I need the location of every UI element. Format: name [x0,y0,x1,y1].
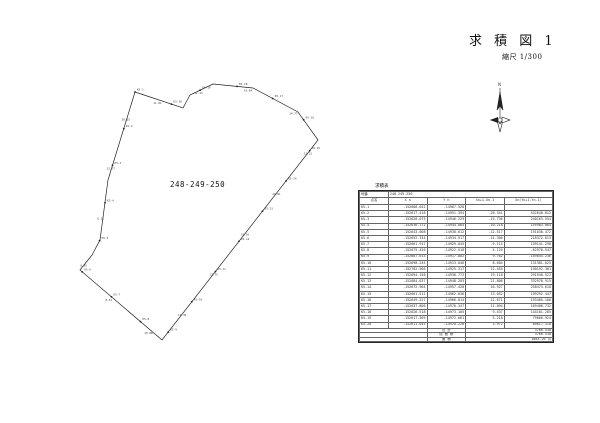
point-name-label: K5-16 [306,115,315,119]
point-name-label: K5-15 [312,146,321,150]
point-name-label: K5-2 [126,124,133,128]
edge-length-label: 8.85 [80,263,87,267]
point-name-labels: K5-1K5-2K5-3K5-4K5-5K5-6K5-7K5-8K5-9 K5-1… [84,82,320,332]
edge-length-label: 17.75 [209,273,218,277]
point-name-label: K5-20 [173,100,182,104]
summary-value: 1883.26 ㎡ [465,336,553,343]
boundary-point [190,300,193,303]
table-caption: 求積表 [375,184,389,189]
boundary-point [98,239,101,242]
point-name-label: K5-19 [202,86,211,90]
col-header: X n [387,197,428,205]
boundary-point [170,103,173,105]
point-name-label: K5-8 [143,317,150,321]
point-name-label: K5-6 [84,267,91,271]
summary-label: 面 積 [426,336,467,343]
edge-length-label: 10.86 [144,331,153,335]
boundary-point [238,240,240,243]
boundary-point [111,164,114,167]
boundary-point [104,201,106,204]
point-name-label: K5-11 [217,267,226,271]
point-name-label: K5-13 [265,207,274,211]
point-name-label: K5-7 [113,292,120,296]
area-calculation-table: 地番 248-249-250 点名 X n Y n Xn+1-Xn-1 Xn(Y… [358,190,554,343]
edge-length-labels: 20.05 12.77 6.11 8.85 8.67 10.86 12.45 17.75 33.… [80,89,312,335]
col-header: Xn+1-Xn-1 [465,197,505,205]
column-header-row: 点名 X n Y n Xn+1-Xn-1 Xn(Yn+1-Yn-1) [359,197,554,205]
boundary-point [81,271,84,273]
edge-length-label: 8.67 [105,298,112,302]
edge-length-label: 12.77 [107,166,116,170]
edge-length-label: 20.05 [122,117,131,121]
boundary-point [199,89,202,91]
edge-length-label: 14.77 [289,112,298,116]
page-title: 求 積 図 1 [469,34,557,49]
point-name-label: K5-18 [239,82,248,86]
boundary-point [236,85,238,88]
boundary-point [308,149,311,152]
point-name-label: K5-9 [170,328,177,332]
boundary-point [134,91,136,93]
edge-length-label: 13.21 [304,152,313,156]
coordinate-table: 地番 248-249-250 点名 X n Y n Xn+1-Xn-1 Xn(Y… [359,191,554,343]
edge-length-label: 6.11 [97,216,104,220]
col-header: Y n [426,197,467,205]
point-name-label: K5-5 [102,236,109,240]
point-name-label: K5-1 [137,88,144,92]
point-name-label: K5-14 [288,176,297,180]
edge-length-label: 14.64 [244,89,253,93]
north-arrow-icon [490,88,511,133]
boundary-point [110,295,113,298]
scale-text: 縮尺 1/300 [502,53,543,61]
col-header: 点名 [359,197,389,205]
parcel-boundary [79,83,319,341]
edge-length-label: 33.16 [241,232,250,236]
point-name-label: K5-12 [241,237,250,241]
boundary-point [167,331,170,333]
boundary-point [139,320,142,323]
boundary-point [261,210,264,213]
col-header: Xn(Yn+1-Yn-1) [503,197,554,205]
edge-length-label: 11.81 [153,101,162,105]
edge-length-label: 12.45 [178,313,187,317]
summary-spacer [359,336,428,343]
boundary-point [271,97,274,100]
parcel-number-label: 248-249-250 [170,180,226,189]
boundary-point [302,118,305,121]
north-label: N [498,82,501,87]
point-name-label: K5-3 [115,161,122,165]
edge-length-label: 24.81 [272,192,281,196]
point-name-label: K5-17 [275,94,284,98]
point-name-label: K5-10 [194,297,203,301]
point-name-label: K5-4 [107,198,114,202]
boundary-point [122,127,125,130]
boundary-points [81,85,311,333]
boundary-point [214,270,217,273]
edge-length-label: 12.13 [194,91,203,95]
boundary-point [285,180,287,182]
